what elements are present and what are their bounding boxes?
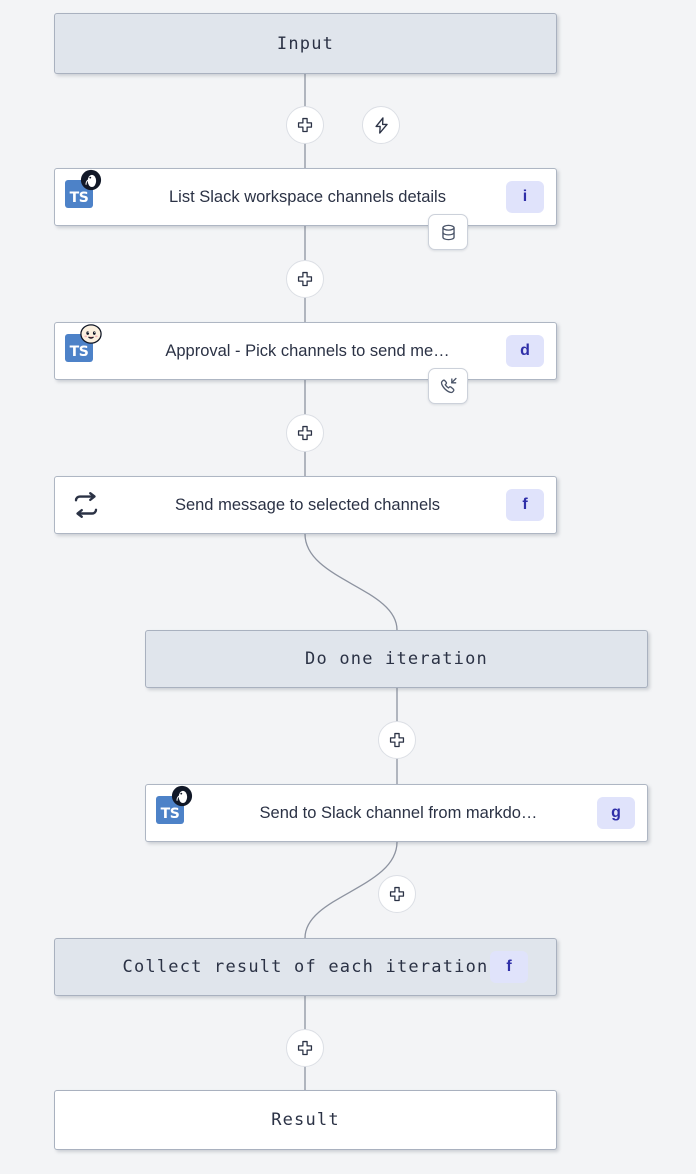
node-d-icon: TS (154, 785, 200, 841)
lightning-bolt-icon (374, 116, 388, 134)
node-b-label: Approval - Pick channels to send me… (165, 341, 450, 360)
plus-icon (389, 886, 405, 902)
node-approval-pick-channels[interactable]: TS Approval - Pick channels to send me… … (54, 322, 557, 380)
add-step-button-2[interactable] (286, 260, 324, 298)
typescript-icon-label: TS (69, 344, 89, 360)
add-step-button-6[interactable] (286, 1029, 324, 1067)
typescript-icon-label: TS (160, 806, 180, 822)
node-b-sub-badge[interactable] (428, 368, 468, 404)
node-d-label: Send to Slack channel from markdo… (259, 803, 538, 822)
deno-icon (80, 169, 102, 191)
node-b-badge[interactable]: d (506, 335, 544, 367)
node-a-sub-badge[interactable] (428, 214, 468, 250)
node-do-one-iteration-label: Do one iteration (305, 649, 488, 669)
node-collect-result-badge[interactable]: f (490, 951, 528, 983)
node-collect-result-label: Collect result of each iteration (122, 957, 489, 977)
node-d-badge[interactable]: g (597, 797, 635, 829)
node-input-label: Input (276, 33, 335, 54)
database-icon (441, 224, 455, 240)
node-send-to-slack-markdown[interactable]: TS Send to Slack channel from markdo… g (145, 784, 648, 842)
plus-icon (297, 271, 313, 287)
node-b-icon: TS (63, 323, 109, 379)
add-step-button-4[interactable] (378, 721, 416, 759)
add-step-button-3[interactable] (286, 414, 324, 452)
node-send-message-loop[interactable]: Send message to selected channels f (54, 476, 557, 534)
node-collect-result[interactable]: Collect result of each iteration f (54, 938, 557, 996)
add-step-button-1[interactable] (286, 106, 324, 144)
plus-icon (297, 1040, 313, 1056)
bun-icon (80, 324, 102, 344)
node-a-label: List Slack workspace channels details (169, 187, 446, 206)
node-c-label: Send message to selected channels (174, 495, 441, 514)
node-list-slack-channels[interactable]: TS List Slack workspace channels details… (54, 168, 557, 226)
node-do-one-iteration[interactable]: Do one iteration (145, 630, 648, 688)
plus-icon (389, 732, 405, 748)
edge-c-iteration (304, 533, 398, 631)
node-a-badge[interactable]: i (506, 181, 544, 213)
phone-incoming-icon (440, 377, 457, 394)
add-step-button-5[interactable] (378, 875, 416, 913)
node-a-icon: TS (63, 169, 109, 225)
plus-icon (297, 117, 313, 133)
node-c-badge[interactable]: f (506, 489, 544, 521)
loop-exchange-icon (74, 492, 98, 518)
typescript-icon-label: TS (69, 190, 89, 206)
node-result-label: Result (271, 1110, 340, 1130)
node-c-icon (63, 477, 109, 533)
plus-icon (297, 425, 313, 441)
node-result[interactable]: Result (54, 1090, 557, 1150)
deno-icon (171, 785, 193, 807)
node-input[interactable]: Input (54, 13, 557, 74)
trigger-button[interactable] (362, 106, 400, 144)
